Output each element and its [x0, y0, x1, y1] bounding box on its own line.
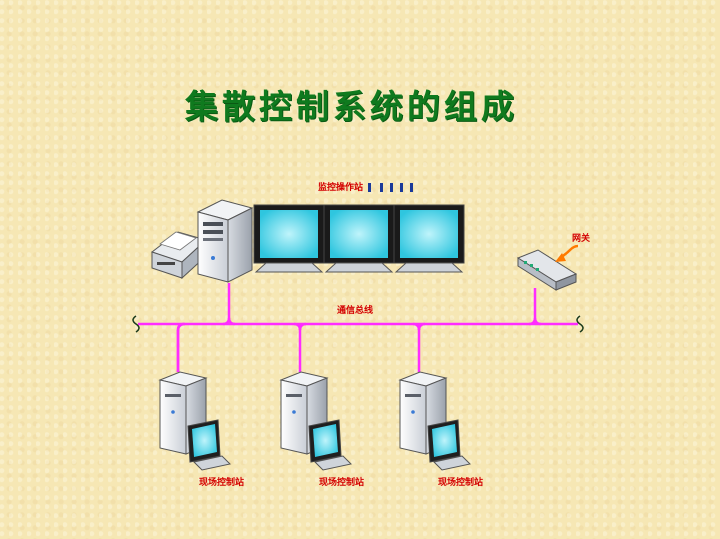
slide-title: 集散控制系统的组成: [185, 87, 518, 126]
bus-end-left-icon: [132, 315, 140, 333]
bus-label: 通信总线: [337, 304, 373, 316]
field-monitor-icon: [427, 419, 472, 471]
bus-end-right-icon: [576, 315, 584, 333]
monitor-icon: [253, 204, 325, 273]
monitor-icon: [393, 204, 465, 273]
operator-station-label: 监控操作站: [318, 181, 363, 193]
operator-tower-icon: [196, 199, 254, 283]
field-station-1: [158, 371, 232, 471]
field-station-3-label: 现场控制站: [438, 476, 483, 488]
field-station-2-label: 现场控制站: [319, 476, 364, 488]
gateway-label: 网关: [572, 232, 590, 244]
operator-monitors: [253, 204, 465, 273]
field-monitor-icon: [308, 419, 353, 471]
monitor-icon: [323, 204, 395, 273]
field-monitor-icon: [187, 419, 232, 471]
field-station-2: [279, 371, 353, 471]
field-station-1-label: 现场控制站: [199, 476, 244, 488]
operator-label-marks: [368, 183, 413, 192]
gateway-icon: [516, 249, 578, 291]
field-station-3: [398, 371, 472, 471]
communication-bus: [138, 283, 578, 372]
